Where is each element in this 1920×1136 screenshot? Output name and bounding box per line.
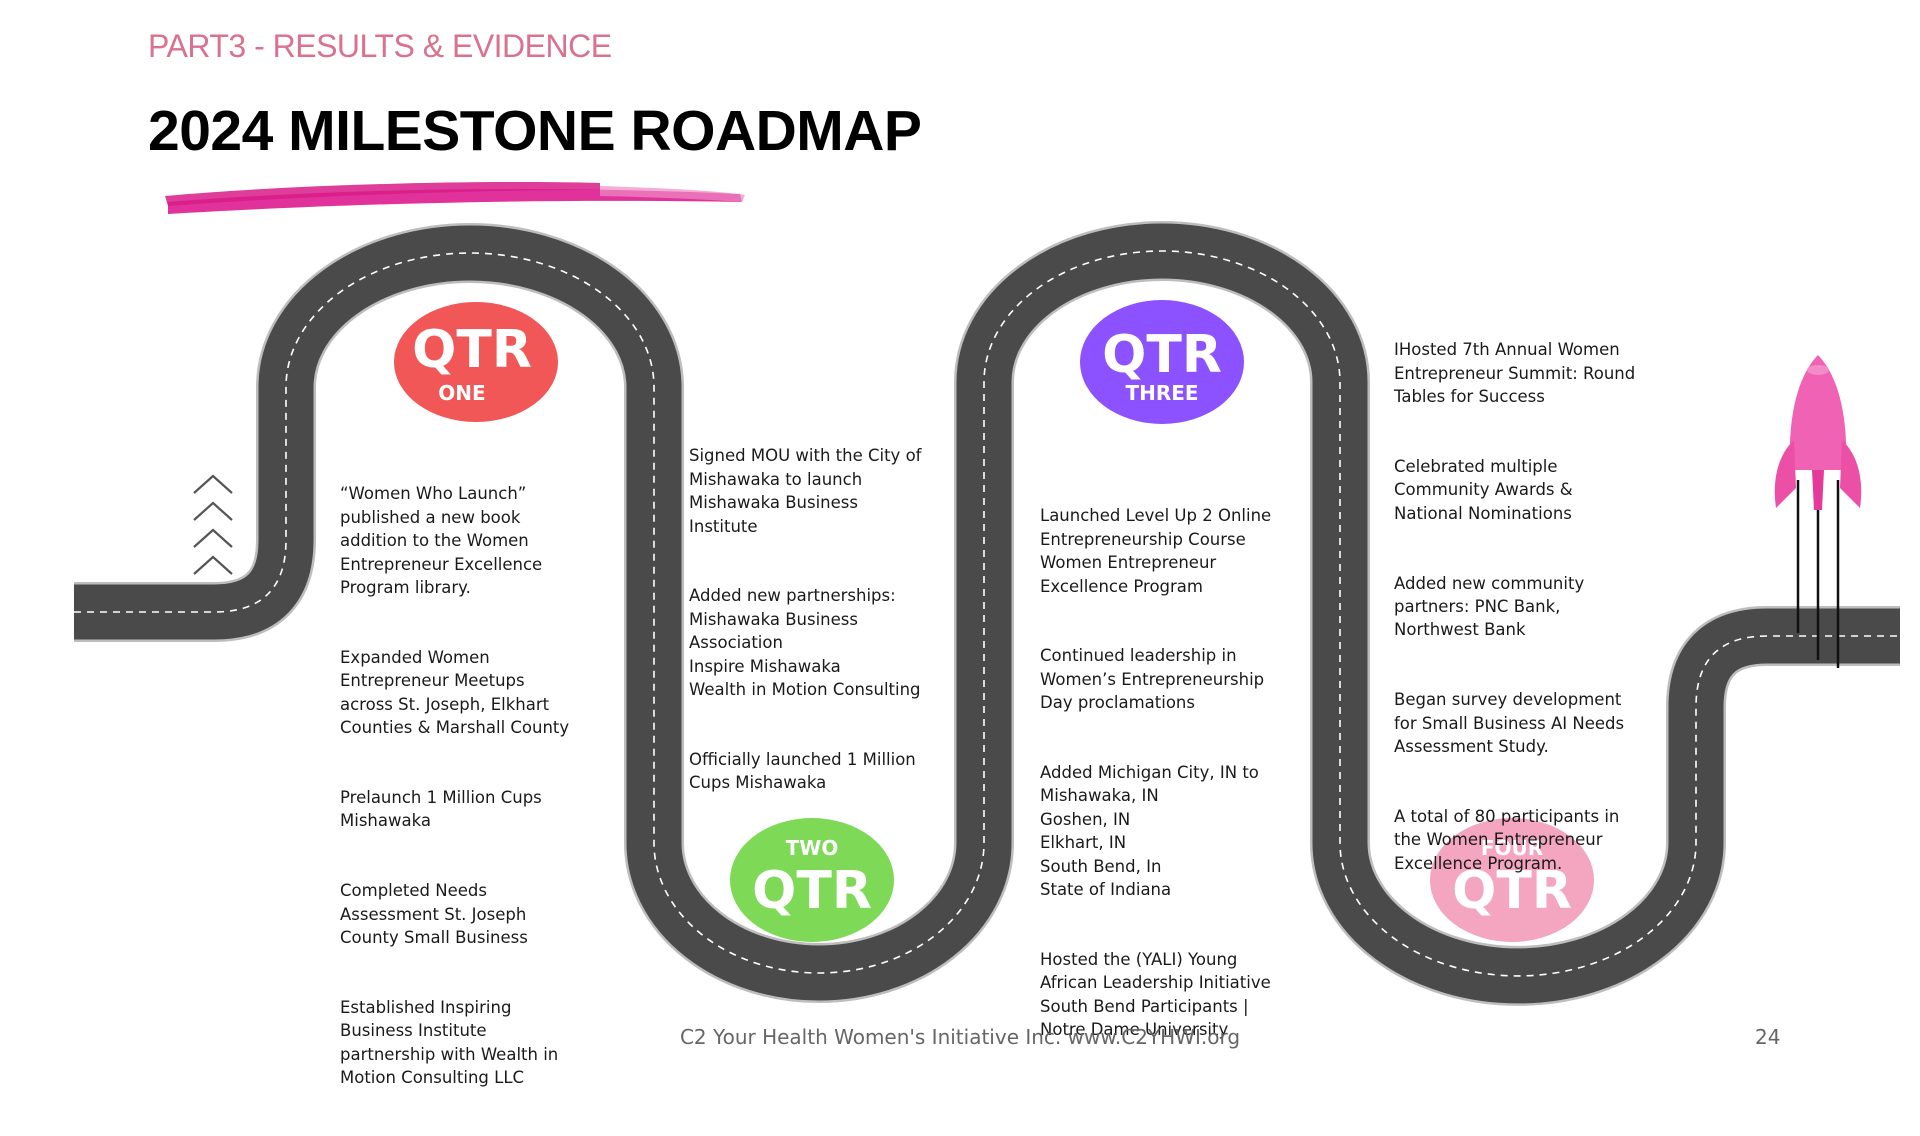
milestone-item: Officially launched 1 Million Cups Misha… [689, 749, 916, 793]
milestone-item: “Women Who Launch” published a new book … [340, 484, 543, 598]
milestone-item: Launched Level Up 2 Online Entrepreneurs… [1040, 506, 1272, 596]
milestone-item: Prelaunch 1 Million Cups Mishawaka [340, 787, 542, 831]
roadmap-graphic: QTR ONE TWO QTR QTR THREE FOUR QTR [74, 182, 1900, 1006]
page-number: 24 [1755, 1025, 1781, 1049]
qtr-four-badge: FOUR QTR [1430, 818, 1594, 942]
qtr-three-badge-main: QTR [1102, 325, 1222, 385]
qtr-four-badge-sub: FOUR [1481, 836, 1543, 860]
qtr-one-badge-main: QTR [412, 320, 532, 380]
section-label: PART3 - RESULTS & EVIDENCE [148, 28, 612, 64]
footer-text: C2 Your Health Women's Initiative Inc. w… [679, 1025, 1241, 1049]
milestone-item: IHosted 7th Annual Women Entrepreneur Su… [1394, 340, 1636, 407]
qtr-four-milestones: IHosted 7th Annual Women Entrepreneur Su… [1394, 315, 1664, 922]
qtr-three-badge: QTR THREE [1080, 300, 1244, 424]
qtr-one-badge-sub: ONE [438, 381, 485, 405]
chevron-up-stack-icon [193, 474, 233, 575]
qtr-two-badge: TWO QTR [730, 818, 894, 942]
milestone-item: Hosted the (YALI) Young African Leadersh… [1040, 949, 1271, 1040]
milestone-item: Continued leadership in Women’s Entrepre… [1040, 646, 1265, 713]
winding-road [74, 221, 1900, 1006]
milestone-item: Began survey development for Small Busin… [1394, 690, 1625, 757]
qtr-two-badge-sub: TWO [786, 836, 839, 860]
milestone-item: Completed Needs Assessment St. Joseph Co… [340, 881, 528, 947]
qtr-two-badge-main: QTR [752, 861, 872, 921]
milestone-item: A total of 80 participants in the Women … [1394, 806, 1620, 873]
brush-stroke [165, 182, 745, 214]
milestone-item: Celebrated multiple Community Awards & N… [1394, 457, 1573, 523]
qtr-four-badge-main: QTR [1452, 861, 1572, 921]
milestone-item: Expanded Women Entrepreneur Meetups acro… [340, 647, 570, 738]
milestone-item: Added Michigan City, IN to Mishawaka, IN… [1040, 763, 1259, 900]
qtr-three-milestones: Launched Level Up 2 Online Entrepreneurs… [1040, 481, 1310, 1088]
qtr-one-badge: QTR ONE [394, 302, 558, 422]
milestone-item: Signed MOU with the City of Mishawaka to… [689, 446, 922, 536]
qtr-two-milestones: Signed MOU with the City of Mishawaka to… [689, 421, 959, 841]
qtr-one-milestones: “Women Who Launch” published a new book … [340, 459, 600, 1136]
milestone-item: Added new community partners: PNC Bank, … [1394, 573, 1585, 640]
rocket-icon [1774, 355, 1862, 668]
page-title: 2024 MILESTONE ROADMAP [148, 99, 922, 163]
qtr-three-badge-sub: THREE [1125, 381, 1198, 405]
milestone-item: Added new partnerships: Mishawaka Busine… [689, 586, 921, 700]
